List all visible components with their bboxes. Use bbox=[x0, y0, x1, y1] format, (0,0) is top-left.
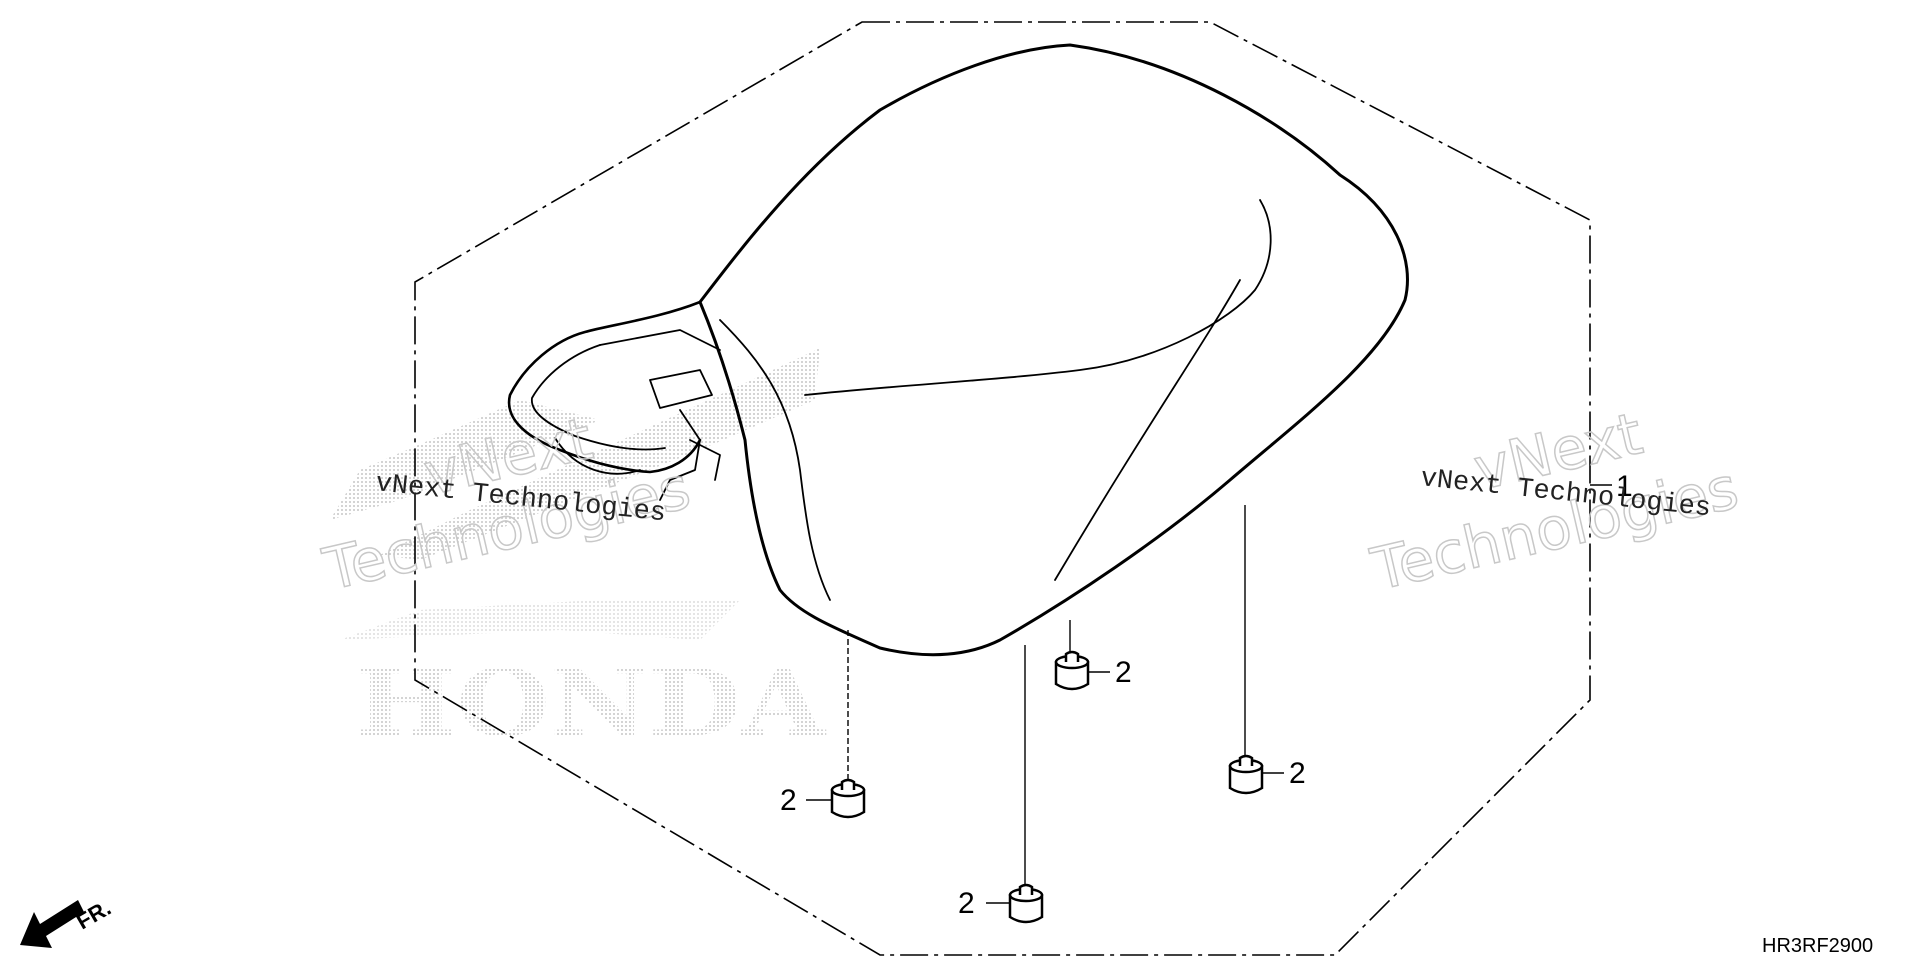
seat-rubber-a bbox=[830, 778, 866, 819]
callout-seat: 1 bbox=[1616, 470, 1633, 503]
callout-rubber-d: 2 bbox=[958, 887, 975, 920]
honda-wing-logo: HONDA bbox=[330, 348, 827, 757]
seat-rubber-d bbox=[1008, 883, 1044, 924]
assembly-boundary bbox=[414, 21, 1591, 956]
seat-rubber-c bbox=[1228, 754, 1264, 795]
seat-drawing bbox=[507, 43, 1409, 657]
leader-lines bbox=[847, 484, 1612, 890]
drawing-code: HR3RF2900 bbox=[1762, 935, 1873, 957]
callout-rubber-b: 2 bbox=[1115, 656, 1132, 689]
callout-rubber-a: 2 bbox=[780, 784, 797, 817]
seat-rubber-b bbox=[1054, 650, 1090, 691]
front-direction-label: FR. bbox=[72, 895, 115, 934]
callout-ticks bbox=[806, 671, 1284, 904]
callout-rubber-c: 2 bbox=[1289, 757, 1306, 790]
front-arrow-icon bbox=[20, 900, 84, 948]
honda-logo-text: HONDA bbox=[355, 649, 827, 757]
watermark-right: vNext Technologies vNext Technologies bbox=[1364, 399, 1745, 605]
front-direction-indicator: FR. bbox=[20, 895, 115, 948]
